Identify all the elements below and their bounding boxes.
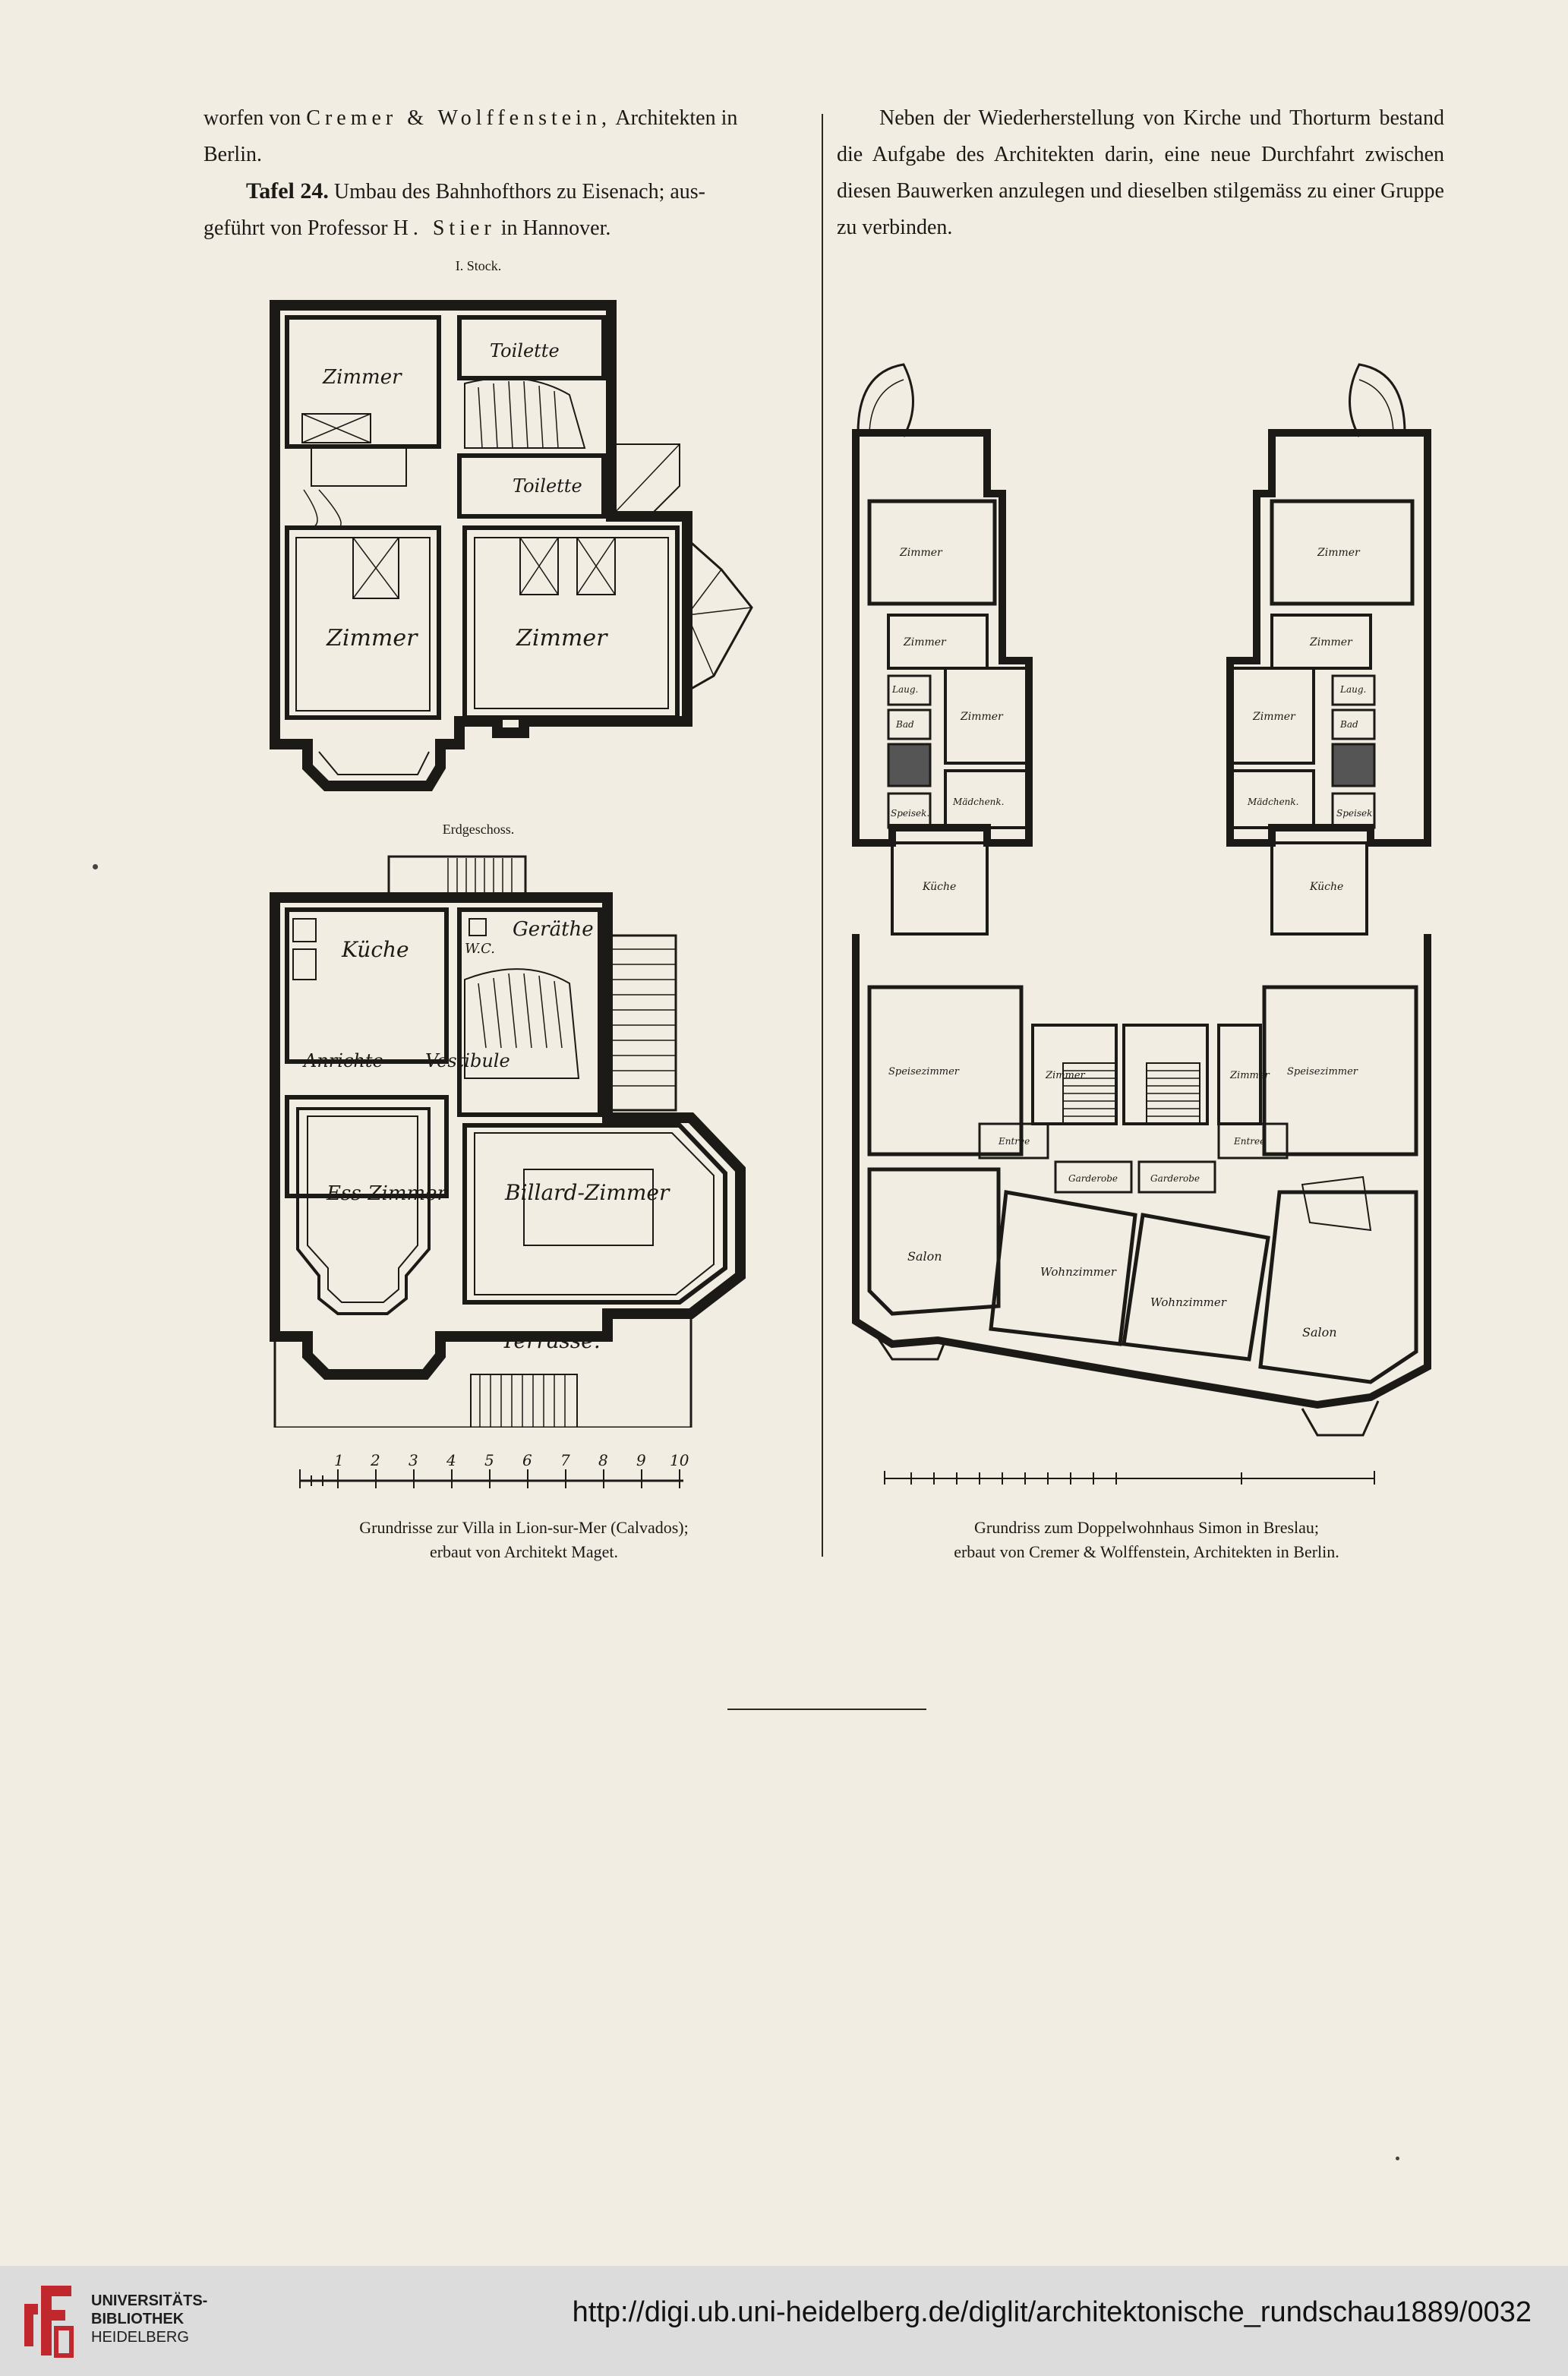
plan-right-wohnzimmer: Wohnzimmer [1150,1295,1227,1309]
villa-upper-floor-plan: Zimmer Toilette Toilette Zimmer Zimmer [270,300,753,791]
plan-left-wohnzimmer: Wohnzimmer [1040,1265,1117,1279]
left-line-2: Berlin. [203,143,262,166]
scale-number: 4 [446,1451,456,1469]
upper-floor-label: I. Stock. [455,258,502,273]
scale-number: 8 [598,1451,608,1469]
right-paragraph: Neben der Wiederherstellung von Kirche u… [837,106,1444,239]
scale-number: 6 [522,1451,532,1469]
tafel-24-paragraph: Tafel 24. Umbau des Bahnhofthors zu Eise… [246,178,706,204]
plan-right-entree: Entree [1233,1136,1265,1147]
villa-caption-line2: erbaut von Architekt Maget. [429,1542,619,1561]
section-rule [727,1709,926,1710]
scale-number: 2 [370,1451,380,1469]
doppelwohnhaus-plan: Zimmer Zimmer Laug. Bad Zimmer Speisek. … [852,363,1431,1437]
room-anrichte: Anrichte [302,1050,383,1071]
ground-floor-label: Erdgeschoss. [442,822,515,837]
scale-number: 1 [334,1451,344,1469]
plan-left-zimmer1: Zimmer [899,547,943,559]
left-text-column: worfen von Cremer & Wolffenstein, Archit… [203,100,811,247]
plan-left-kueche-small: Laug. [891,684,918,695]
plan-left-maedchen: Mädchenk. [952,797,1005,807]
scale-number: 9 [636,1451,646,1469]
plan-right-maedchen: Mädchenk. [1247,797,1299,807]
plan-right-kueche-small: Laug. [1339,684,1366,695]
room-vestibule: Vestibule [425,1050,510,1071]
plan-right-zimmer1: Zimmer [1317,547,1361,559]
library-name: UNIVERSITÄTS- BIBLIOTHEK HEIDELBERG [91,2292,208,2346]
plan-left-zimmer2: Zimmer [903,636,947,648]
plan-left-bad: Bad [895,719,914,730]
column-divider [822,114,823,1557]
room-billard-zimmer: Billard-Zimmer [504,1180,670,1205]
plan-left-kueche: Küche [922,881,956,893]
scale-number: 3 [409,1451,418,1469]
room-zimmer-a: Zimmer [322,366,402,389]
plan-left-zimmer4: Zimmer [1045,1070,1086,1081]
plan-right-zimmer2: Zimmer [1309,636,1353,648]
doppelwohnhaus-scale-bar [884,1471,1375,1485]
plan-right-zimmer4: Zimmer [1229,1070,1270,1081]
room-ess-zimmer: Ess-Zimmer [326,1182,448,1205]
library-logo-icon [24,2286,74,2358]
plan-right-speisezimmer: Speisezimmer [1287,1066,1358,1078]
room-terrasse: Terrasse. [501,1328,601,1353]
scale-number: 10 [670,1451,689,1469]
left-line-1: worfen von Cremer & Wolffenstein, Archit… [203,106,738,130]
room-toilette-a: Toilette [490,340,560,361]
doppelwohnhaus-caption-line2: erbaut von Cremer & Wolffenstein, Archit… [954,1542,1339,1561]
plan-left-entree: Entree [998,1136,1030,1147]
scale-number: 5 [484,1451,494,1469]
room-toilette-b: Toilette [513,475,582,497]
room-wc: W.C. [465,941,495,957]
doppelwohnhaus-caption: Grundriss zum Doppelwohnhaus Simon in Br… [850,1516,1443,1564]
scale-number: 7 [560,1451,570,1469]
plan-right-speisek: Speisek. [1336,808,1375,819]
plan-left-zimmer3: Zimmer [960,711,1004,723]
room-zimmer-c: Zimmer [516,625,608,652]
plan-right-salon: Salon [1302,1325,1337,1339]
plan-left-speisezimmer: Speisezimmer [888,1066,960,1078]
right-text-column: Neben der Wiederherstellung von Kirche u… [837,100,1444,246]
room-zimmer-b: Zimmer [326,625,418,652]
paper-speck [93,864,98,869]
villa-ground-floor-plan: Küche W.C. Geräthe Anrichte Vestibule Es… [270,855,746,1428]
plan-left-garderobe: Garderobe [1068,1173,1118,1184]
villa-caption-line1: Grundrisse zur Villa in Lion-sur-Mer (Ca… [359,1518,689,1537]
villa-caption: Grundrisse zur Villa in Lion-sur-Mer (Ca… [251,1516,797,1564]
room-geraethe: Geräthe [513,918,594,941]
footer-bar: UNIVERSITÄTS- BIBLIOTHEK HEIDELBERG http… [0,2266,1568,2376]
plan-left-speisek: Speisek. [891,808,929,819]
plan-right-zimmer3: Zimmer [1252,711,1296,723]
plan-right-bad: Bad [1339,719,1358,730]
left-line-4: geführt von Professor H. Stier in Hannov… [203,216,611,240]
plan-right-kueche: Küche [1309,881,1343,893]
doppelwohnhaus-caption-line1: Grundriss zum Doppelwohnhaus Simon in Br… [973,1518,1320,1537]
plan-right-garderobe: Garderobe [1150,1173,1200,1184]
paper-speck [1396,2157,1399,2160]
plan-left-salon: Salon [907,1249,942,1264]
room-kueche: Küche [341,937,409,962]
tafel-label: Tafel 24. [246,178,329,204]
villa-scale-bar: 1 2 3 4 5 6 7 8 9 10 [299,1451,689,1488]
source-url-link[interactable]: http://digi.ub.uni-heidelberg.de/diglit/… [572,2296,1532,2328]
